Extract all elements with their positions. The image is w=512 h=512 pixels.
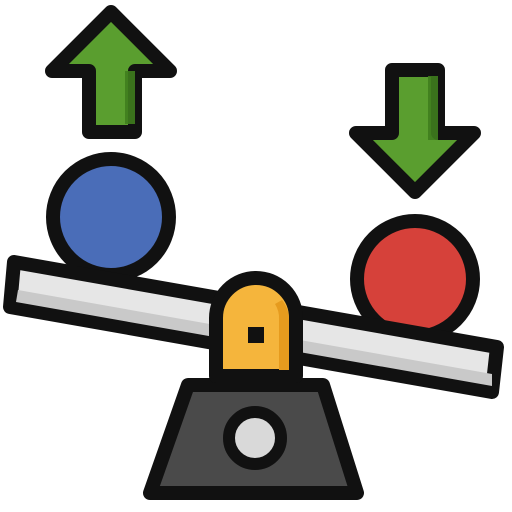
base-bolt	[223, 406, 287, 470]
pivot	[209, 271, 303, 383]
arrow-down-icon	[349, 63, 481, 199]
pivot-pin	[248, 327, 264, 343]
arrow-up-icon	[45, 5, 177, 139]
left-ball	[46, 152, 176, 282]
pivot-shade	[275, 300, 289, 370]
arrow-down-shade	[428, 76, 438, 140]
arrow-up-shade	[125, 71, 135, 124]
base	[143, 378, 364, 500]
